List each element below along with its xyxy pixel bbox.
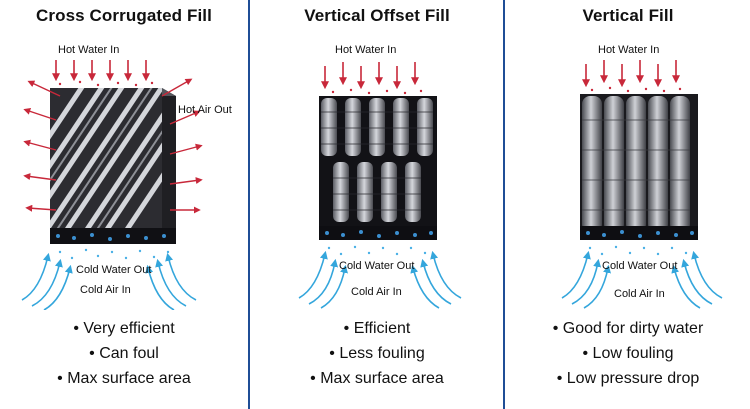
water-droplets-top xyxy=(331,88,423,95)
water-droplets-top xyxy=(58,80,154,87)
feature-item: Low pressure drop xyxy=(506,366,750,391)
panel-title: Vertical Offset Fill xyxy=(304,6,450,25)
vertical-fill-block xyxy=(580,94,698,240)
feature-item: Less fouling xyxy=(251,341,503,366)
panel-divider xyxy=(503,0,505,409)
panel-title: Vertical Fill xyxy=(582,6,674,25)
feature-item: Low fouling xyxy=(506,341,750,366)
hot-water-in-arrows xyxy=(321,62,419,90)
panel-vertical-offset: Vertical Offset Fill xyxy=(251,0,503,409)
cold-water-out-label: Cold Water Out xyxy=(602,260,678,272)
cold-air-in-label: Cold Air In xyxy=(614,288,665,300)
cold-water-droplets xyxy=(58,248,170,260)
cold-water-out-label: Cold Water Out xyxy=(76,264,152,276)
feature-list: Very efficient Can foul Max surface area xyxy=(0,316,248,391)
vertical-offset-fill-illustration xyxy=(298,62,462,309)
cross-corrugated-fill-block xyxy=(50,88,176,244)
cross-corrugated-fill-illustration xyxy=(21,60,203,310)
cold-air-in-arrows xyxy=(298,250,462,309)
feature-item: Max surface area xyxy=(0,366,248,391)
feature-list: Good for dirty water Low fouling Low pre… xyxy=(506,316,750,391)
water-droplets-top xyxy=(590,86,682,93)
feature-item: Efficient xyxy=(251,316,503,341)
hot-water-in-label: Hot Water In xyxy=(598,44,660,56)
vertical-fill-illustration xyxy=(561,60,723,309)
cold-water-out-label: Cold Water Out xyxy=(339,260,415,272)
panel-cross-corrugated: Cross Corrugated Fill xyxy=(0,0,248,409)
cold-air-in-label: Cold Air In xyxy=(351,286,402,298)
panel-divider xyxy=(248,0,250,409)
hot-air-out-label: Hot Air Out xyxy=(178,104,232,116)
feature-item: Can foul xyxy=(0,341,248,366)
vertical-offset-fill-block xyxy=(319,96,437,240)
hot-water-in-label: Hot Water In xyxy=(335,44,397,56)
hot-water-in-arrows xyxy=(52,60,150,82)
cold-air-in-label: Cold Air In xyxy=(80,284,131,296)
panel-title: Cross Corrugated Fill xyxy=(36,6,212,25)
hot-air-out-arrows xyxy=(23,78,203,214)
cold-air-in-arrows xyxy=(561,250,723,309)
feature-item: Good for dirty water xyxy=(506,316,750,341)
hot-water-in-label: Hot Water In xyxy=(58,44,120,56)
panel-vertical: Vertical Fill xyxy=(506,0,750,409)
cold-water-droplets xyxy=(327,245,427,256)
hot-water-in-arrows xyxy=(582,60,680,88)
feature-item: Max surface area xyxy=(251,366,503,391)
feature-item: Very efficient xyxy=(0,316,248,341)
cold-water-droplets xyxy=(588,245,688,256)
feature-list: Efficient Less fouling Max surface area xyxy=(251,316,503,391)
cold-air-in-arrows xyxy=(21,252,197,310)
